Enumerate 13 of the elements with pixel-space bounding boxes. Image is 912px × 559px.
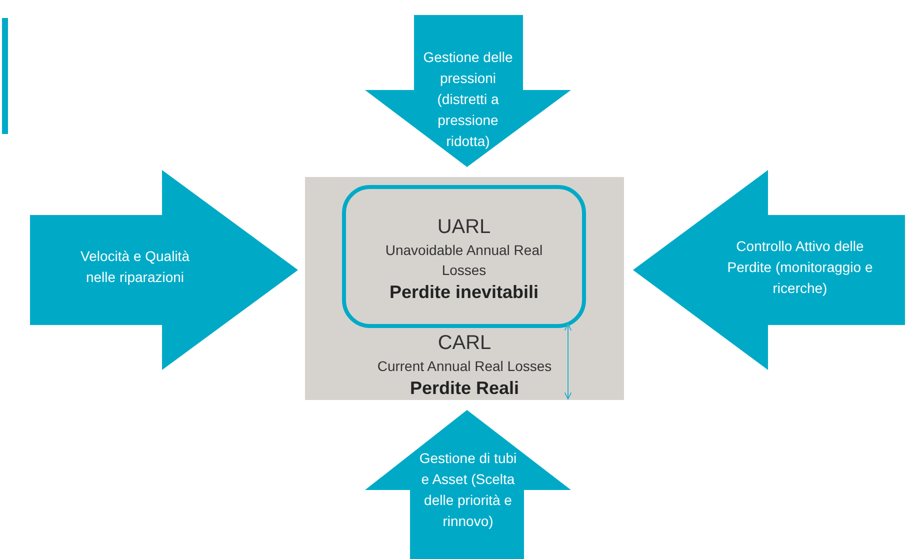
arrow-text: Gestione delle pressioni (distretti a pressione ridotta) [422,48,514,151]
acronym-label: UARL [436,214,492,240]
arrow-text: Controllo Attivo delle Perdite (monitoraggio e ricerche) [726,237,874,298]
title-label: Perdite Reali [408,377,520,400]
arrow-text: Velocità e Qualità nelle riparazioni [80,247,190,287]
title-label: Perdite inevitabili [388,280,540,304]
acronym-label: CARL [436,331,492,356]
term-label: Current Annual Real Losses [376,357,553,376]
arrow-text: Gestione di tubi e Asset (Scelta delle priorità e rinnovo) [418,449,518,531]
double-arrow [564,324,572,400]
rounded-box [342,185,586,328]
panel-box [305,177,624,400]
term-label: Unavoidable Annual Real Losses [384,240,544,280]
